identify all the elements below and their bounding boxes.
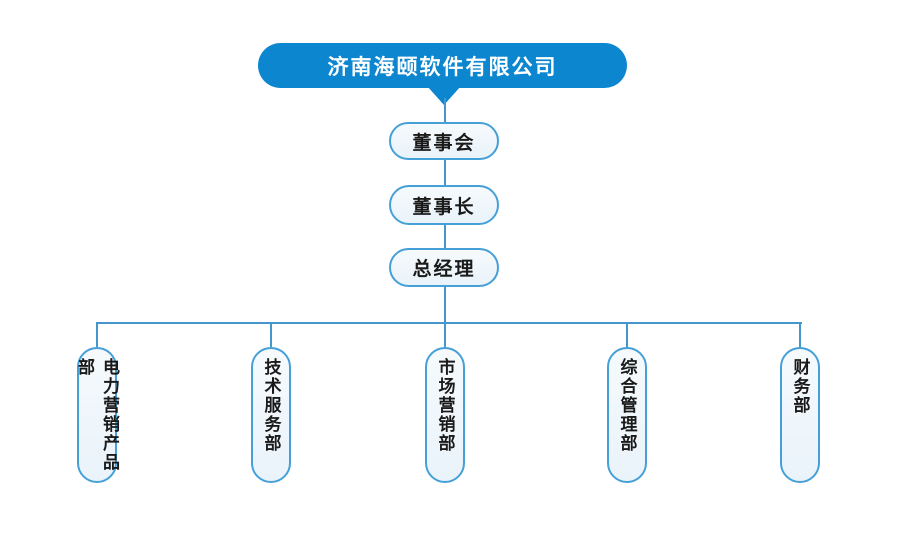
connector-line [626,322,628,347]
org-node-company: 济南海颐软件有限公司 [258,43,627,88]
connector-line [799,322,801,347]
org-node-board-label: 董事会 [412,132,476,154]
connector-line [444,287,446,323]
dept-label: 电力营销产品部 [75,358,119,472]
org-node-dept-marketing: 市场营销部 [425,347,465,483]
connector-line [96,322,98,347]
org-node-general-manager-label: 总经理 [412,259,476,280]
connector-line [270,322,272,347]
connector-line-horizontal [96,322,802,324]
org-node-dept-finance: 财务部 [780,347,820,483]
company-node-pointer-tail [427,86,461,105]
connector-line [444,98,446,122]
connector-line [444,322,446,347]
org-node-board: 董事会 [389,122,499,160]
org-node-company-label: 济南海颐软件有限公司 [327,55,558,79]
connector-line [444,160,446,185]
dept-label: 财务部 [790,358,810,415]
org-node-chairman: 董事长 [389,185,499,225]
org-node-chairman-label: 董事长 [412,196,476,218]
connector-line [444,225,446,248]
dept-label: 综合管理部 [617,358,637,453]
org-node-dept-technical-service: 技术服务部 [251,347,291,483]
org-node-dept-power-marketing-products: 电力营销产品部 [75,347,119,483]
dept-label: 技术服务部 [261,358,281,453]
org-node-general-manager: 总经理 [389,248,499,287]
org-node-dept-general-management: 综合管理部 [607,347,647,483]
dept-label: 市场营销部 [435,358,455,453]
